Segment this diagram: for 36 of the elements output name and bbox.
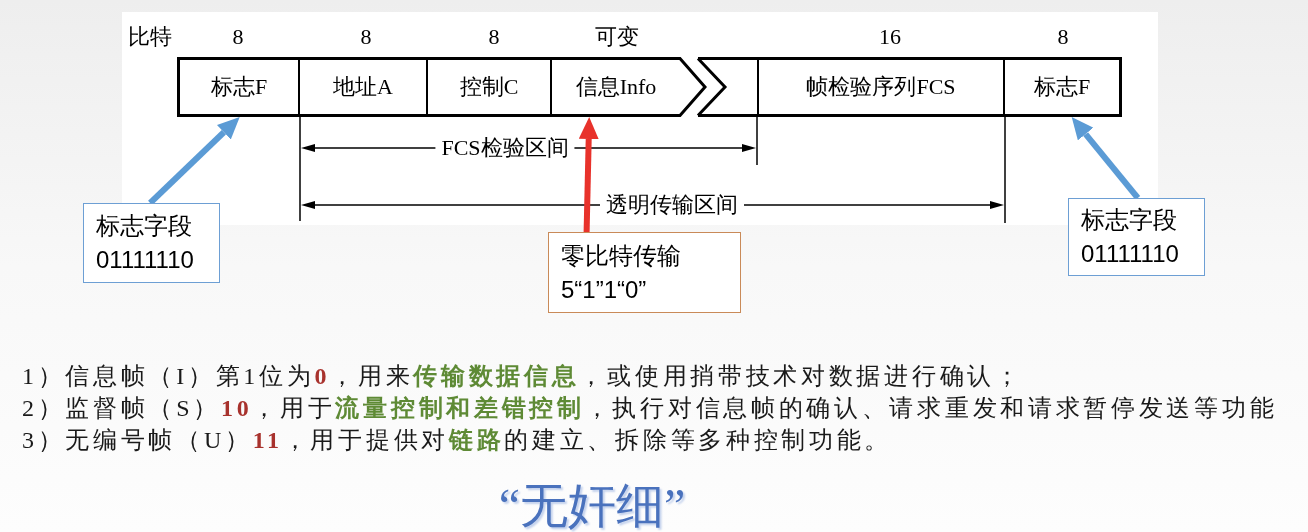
arrow xyxy=(578,117,599,233)
field-name: 控制C xyxy=(459,74,519,100)
note-text: 2）监督帧（S）10，用于流量控制和差错控制，执行对信息帧的确认、请求重发和请求暂停发送等功能 xyxy=(22,394,1278,423)
bit-width-label: 8 xyxy=(1057,23,1069,51)
callout-box xyxy=(1068,198,1205,276)
note-text: 3）无编号帧（U）11，用于提供对链路的建立、拆除等多种控制功能。 xyxy=(22,426,894,455)
field-name: 信息Info xyxy=(575,74,657,100)
bit-width-label: 16 xyxy=(879,23,901,51)
bit-width-label: 8 xyxy=(232,23,244,51)
callout-heading: 零比特传输 xyxy=(561,240,681,271)
frame-field xyxy=(552,57,707,117)
note-text: 1）信息帧（I）第1位为0，用来传输数据信息，或使用捎带技术对数据进行确认； xyxy=(22,362,1024,391)
dimension-label: FCS检验区间 xyxy=(435,135,575,161)
field-name: 帧检验序列FCS xyxy=(806,74,956,100)
callout-heading: 标志字段 xyxy=(96,211,192,241)
callout-text: 5“1”1“0” xyxy=(561,274,647,305)
frame-field xyxy=(300,57,428,117)
callout-box xyxy=(83,203,220,283)
arrow xyxy=(1071,117,1141,200)
axis-label: 比特 xyxy=(128,23,172,51)
field-name: 地址A xyxy=(333,74,393,100)
frame-field xyxy=(177,57,300,117)
callout-box xyxy=(548,232,741,313)
callout-heading: 标志字段 xyxy=(1081,205,1177,235)
bit-width-label: 8 xyxy=(488,23,500,51)
bit-width-label: 可变 xyxy=(595,23,639,51)
slogan-text: “无奸细” xyxy=(498,479,686,532)
field-name: 标志F xyxy=(210,74,268,100)
bit-width-label: 8 xyxy=(360,23,372,51)
frame-field xyxy=(428,57,552,117)
callout-text: 01111110 xyxy=(96,245,194,275)
frame-field xyxy=(1005,57,1122,117)
frame-field xyxy=(757,57,1005,117)
field-name: 标志F xyxy=(1033,74,1091,100)
callout-text: 01111110 xyxy=(1081,239,1179,269)
dimension-label: 透明传输区间 xyxy=(600,192,744,218)
